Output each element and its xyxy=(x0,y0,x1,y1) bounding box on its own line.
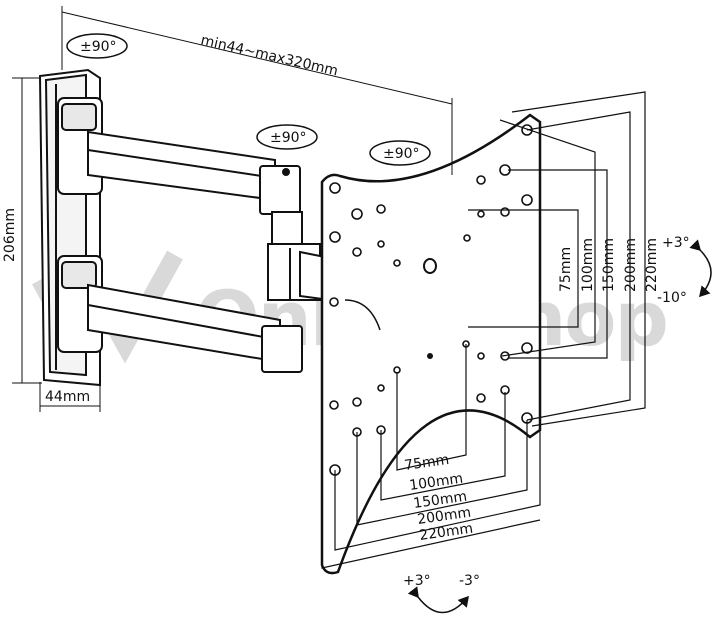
height-dimension xyxy=(12,77,42,384)
height-label: 206mm xyxy=(2,208,18,262)
extension-dimension xyxy=(61,6,453,175)
vesa-vertical-label-100: 100mm xyxy=(580,238,596,292)
vesa-vertical-label-150: 150mm xyxy=(601,238,617,292)
vesa-horizontal-label-100: 100mm xyxy=(408,471,464,494)
tilt-side-down-label: -10° xyxy=(657,290,687,306)
tilt-side-indicator: +3° -10° xyxy=(657,235,712,306)
rotation-label-wall: ±90° xyxy=(80,39,117,55)
tilt-bottom-right-label: -3° xyxy=(459,573,480,589)
swing-arms xyxy=(87,130,331,373)
depth-label: 44mm xyxy=(45,389,90,405)
vesa-vertical-brackets xyxy=(468,91,646,427)
wall-plate xyxy=(38,68,103,387)
depth-dimension xyxy=(39,382,101,412)
vesa-horizontal-label-75: 75mm xyxy=(403,452,450,474)
vesa-vertical-label-220: 220mm xyxy=(644,238,660,292)
tilt-bottom-left-label: +3° xyxy=(403,573,431,589)
tilt-side-up-label: +3° xyxy=(662,235,690,251)
vesa-horizontal-brackets xyxy=(321,344,541,569)
vesa-horizontal-label-220: 220mm xyxy=(418,521,474,544)
vesa-vertical-label-75: 75mm xyxy=(558,247,574,292)
rotation-badge-arm: ±90° xyxy=(256,124,318,150)
vesa-horizontal-label-200: 200mm xyxy=(416,505,472,528)
vesa-vertical-label-200: 200mm xyxy=(623,238,639,292)
tv-plate xyxy=(320,113,542,575)
rotation-label-arm: ±90° xyxy=(270,130,307,146)
rotation-badge-plate: ±90° xyxy=(369,140,431,166)
tilt-bottom-indicator: +3° -3° xyxy=(403,573,480,614)
rotation-label-plate: ±90° xyxy=(383,146,420,162)
extension-label: min44~max320mm xyxy=(199,32,339,79)
rotation-badge-wall: ±90° xyxy=(66,33,128,59)
vesa-horizontal-label-150: 150mm xyxy=(412,489,468,512)
